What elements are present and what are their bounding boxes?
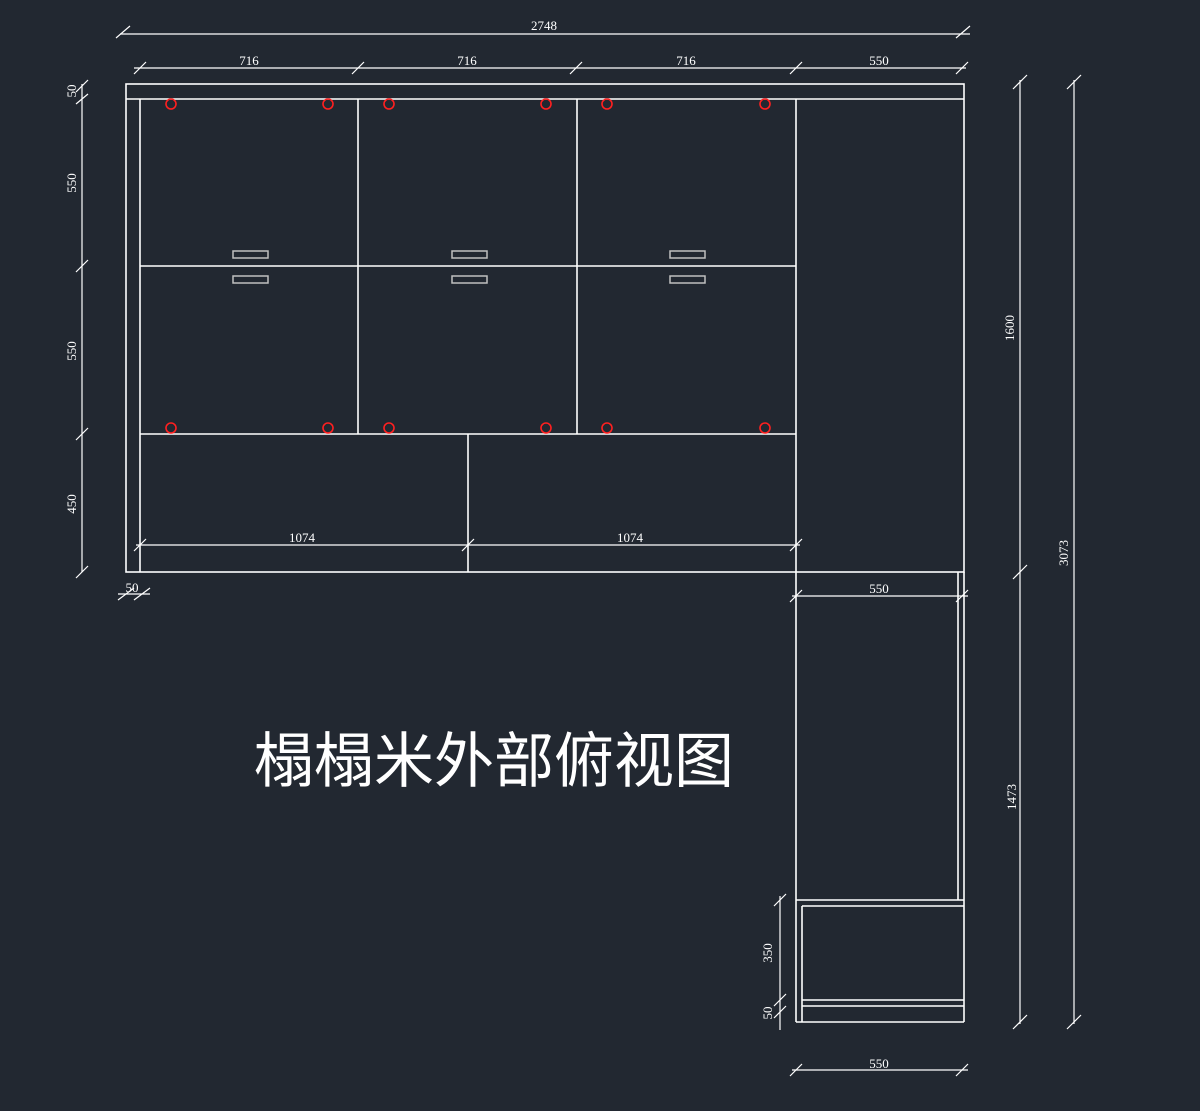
dim-right-upper: 1600 xyxy=(1002,315,1017,341)
dim-wing-bottom-frame: 50 xyxy=(760,1007,775,1020)
hinge-marker xyxy=(383,98,395,110)
handle xyxy=(232,250,269,259)
hinge-marker xyxy=(601,98,613,110)
hinge-marker xyxy=(540,98,552,110)
wing-cabinet xyxy=(795,572,965,1023)
dim-right-lower: 1473 xyxy=(1004,784,1019,810)
dim-wing-width-bottom: 550 xyxy=(869,1056,889,1071)
dim-top-segment-1: 716 xyxy=(239,53,259,68)
hinge-marker xyxy=(165,422,177,434)
drawing-title: 榻榻米外部俯视图 xyxy=(254,727,734,797)
dim-top-overall: 2748 xyxy=(531,18,557,33)
hinge-markers xyxy=(165,98,771,434)
handle xyxy=(669,250,706,259)
hinge-marker xyxy=(759,98,771,110)
dim-top-segment-4: 550 xyxy=(869,53,889,68)
dim-drawer-width-1: 1074 xyxy=(289,530,316,545)
main-outer-frame xyxy=(125,83,965,573)
hinge-marker xyxy=(601,422,613,434)
dim-top-segment-2: 716 xyxy=(457,53,477,68)
handle xyxy=(451,250,488,259)
dim-left-row-2: 550 xyxy=(64,341,79,361)
main-cabinet xyxy=(125,83,965,573)
dim-right-overall: 3073 xyxy=(1056,540,1071,566)
handle xyxy=(451,275,488,284)
dimension-labels: 2748 716 716 716 550 50 550 550 450 50 1… xyxy=(64,18,1071,1071)
hinge-marker xyxy=(383,422,395,434)
handle xyxy=(232,275,269,284)
dim-left-row-3: 450 xyxy=(64,494,79,514)
dim-left-top-frame: 50 xyxy=(64,85,79,98)
dim-wing-bottom-block: 350 xyxy=(760,943,775,963)
hinge-marker xyxy=(322,422,334,434)
hinge-marker xyxy=(165,98,177,110)
hinge-marker xyxy=(322,98,334,110)
hinge-marker xyxy=(540,422,552,434)
dim-left-row-1: 550 xyxy=(64,173,79,193)
dim-top-segment-3: 716 xyxy=(676,53,696,68)
dim-bottom-left-frame: 50 xyxy=(126,580,139,595)
dim-drawer-width-2: 1074 xyxy=(617,530,644,545)
dimension-lines xyxy=(75,25,1082,1077)
dim-wing-width-top: 550 xyxy=(869,581,889,596)
lid-handles xyxy=(232,250,706,284)
hinge-marker xyxy=(759,422,771,434)
handle xyxy=(669,275,706,284)
